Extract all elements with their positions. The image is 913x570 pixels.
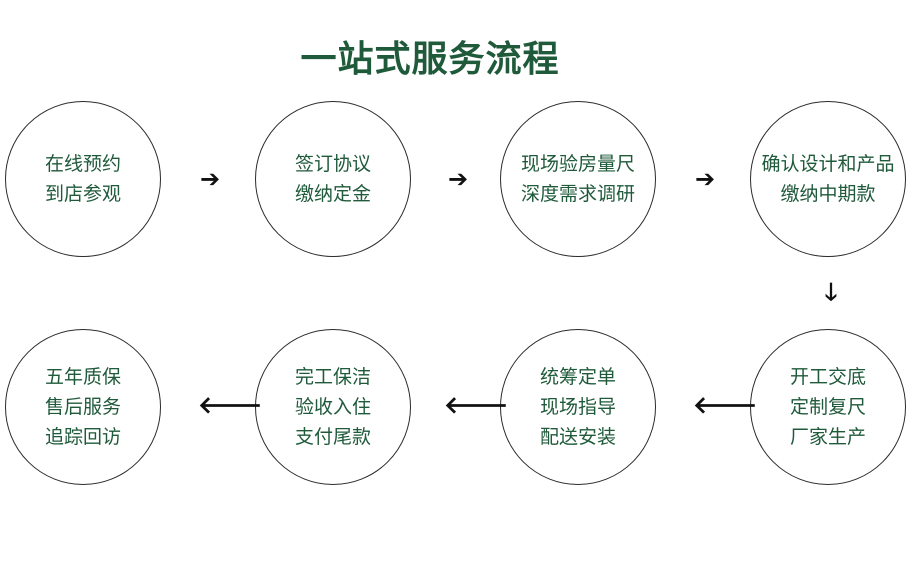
step-1-line-2: 到店参观 xyxy=(44,183,121,205)
arrow-right-icon: ➔ xyxy=(694,165,716,193)
step-2-line-1: 签订协议 xyxy=(294,153,371,175)
step-1-line-1: 在线预约 xyxy=(44,153,121,175)
step-4-circle: 确认设计和产品 缴纳中期款 xyxy=(750,101,906,257)
arrow-left-icon: 🡐 xyxy=(693,391,758,419)
step-3-line-2: 深度需求调研 xyxy=(520,183,635,205)
arrow-right-icon: ➔ xyxy=(199,165,221,193)
step-5-line-2: 定制复尺 xyxy=(789,396,866,418)
step-7-line-2: 验收入住 xyxy=(294,396,371,418)
step-5-line-3: 厂家生产 xyxy=(789,426,866,448)
arrow-left-icon: 🡐 xyxy=(198,391,263,419)
page-title: 一站式服务流程 xyxy=(300,39,560,80)
step-1-circle: 在线预约 到店参观 xyxy=(5,101,161,257)
step-4-line-1: 确认设计和产品 xyxy=(761,153,895,175)
step-6-line-2: 现场指导 xyxy=(539,396,616,418)
arrow-right-icon: ➔ xyxy=(447,165,469,193)
step-7-circle: 完工保洁 验收入住 支付尾款 xyxy=(255,329,411,485)
step-8-circle: 五年质保 售后服务 追踪回访 xyxy=(5,329,161,485)
step-7-line-1: 完工保洁 xyxy=(294,366,371,388)
step-2-line-2: 缴纳定金 xyxy=(294,183,371,205)
step-7-line-3: 支付尾款 xyxy=(294,426,371,448)
step-3-line-1: 现场验房量尺 xyxy=(520,153,635,175)
step-8-line-2: 售后服务 xyxy=(44,396,121,418)
step-3-circle: 现场验房量尺 深度需求调研 xyxy=(500,101,656,257)
step-6-circle: 统筹定单 现场指导 配送安装 xyxy=(500,329,656,485)
step-5-line-1: 开工交底 xyxy=(789,366,866,388)
arrow-left-icon: 🡐 xyxy=(444,391,509,419)
step-6-line-3: 配送安装 xyxy=(539,426,616,448)
step-4-line-2: 缴纳中期款 xyxy=(780,183,876,205)
step-8-line-3: 追踪回访 xyxy=(44,426,121,448)
step-8-line-1: 五年质保 xyxy=(44,366,121,388)
step-6-line-1: 统筹定单 xyxy=(539,366,616,388)
arrow-down-icon: 🡓 xyxy=(824,278,838,306)
step-2-circle: 签订协议 缴纳定金 xyxy=(255,101,411,257)
step-5-circle: 开工交底 定制复尺 厂家生产 xyxy=(750,329,906,485)
